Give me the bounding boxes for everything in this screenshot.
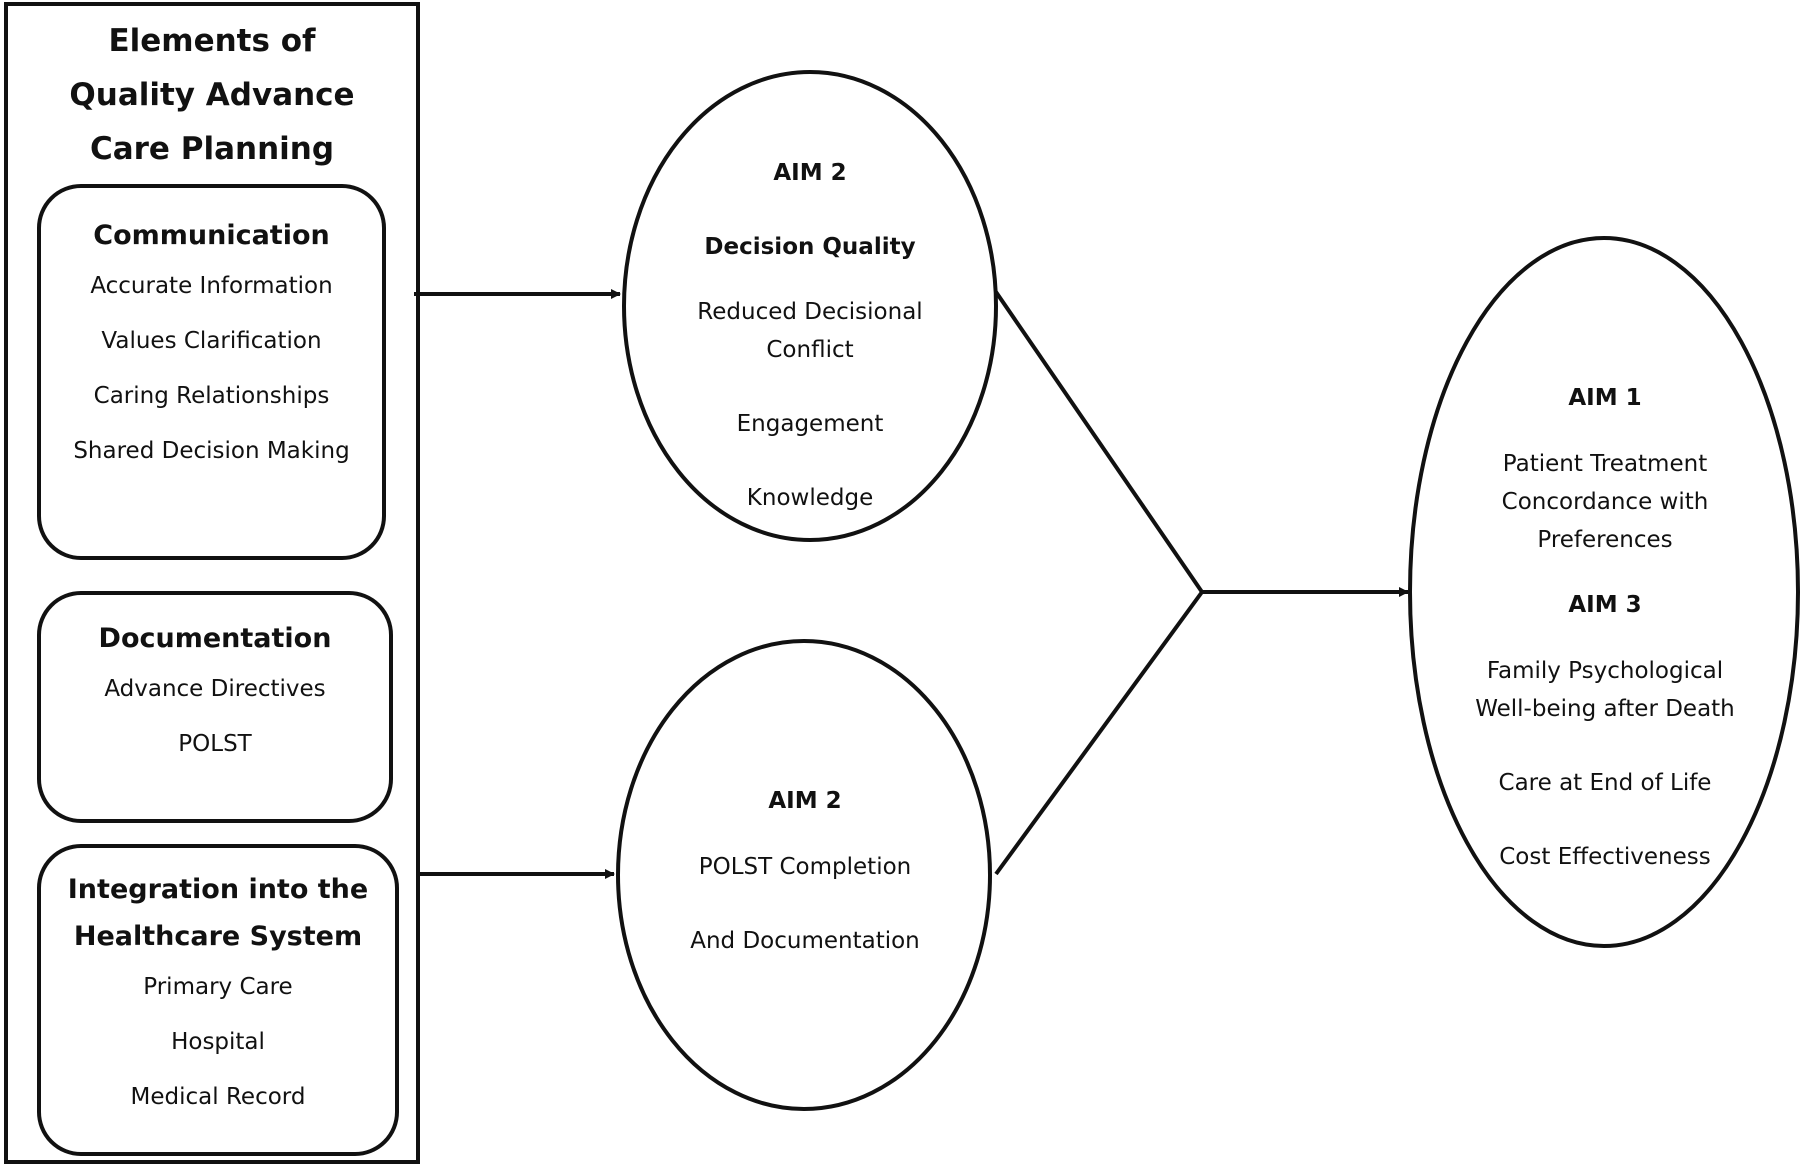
- documentation-item: Advance Directives: [104, 676, 326, 702]
- aim3-heading: AIM 3: [1568, 592, 1642, 618]
- aim2-top-item: Knowledge: [746, 485, 874, 511]
- communication-item: Accurate Information: [90, 273, 333, 299]
- aim2-top-content: AIM 2 Decision Quality Reduced Decisiona…: [640, 127, 980, 553]
- line-aim2-bottom-to-junction: [994, 590, 1204, 876]
- documentation-item: POLST: [178, 731, 252, 757]
- elements-panel: [4, 2, 420, 1164]
- integration-title: Integration into the Healthcare System: [67, 874, 369, 952]
- aim2-top-heading: AIM 2: [773, 160, 847, 186]
- aim-outcomes-ellipse: [1408, 236, 1800, 948]
- communication-box: Communication Accurate Information Value…: [37, 184, 386, 560]
- aim2-top-item: Reduced Decisional Conflict: [697, 299, 923, 363]
- aim3-item: Cost Effectiveness: [1499, 844, 1711, 870]
- decision-quality-heading: Decision Quality: [704, 234, 916, 260]
- integration-item: Medical Record: [130, 1084, 306, 1110]
- communication-item: Shared Decision Making: [73, 438, 350, 464]
- aim2-top-ellipse: [622, 70, 998, 542]
- line-aim2-top-to-junction: [994, 290, 1204, 594]
- panel-title: Elements of Quality Advance Care Plannin…: [69, 23, 355, 167]
- documentation-box: Documentation Advance Directives POLST: [37, 591, 393, 823]
- integration-box: Integration into the Healthcare System P…: [37, 844, 399, 1156]
- aim1-item: Patient Treatment Concordance with Prefe…: [1501, 451, 1709, 553]
- communication-item: Values Clarification: [101, 328, 322, 354]
- aim2-bottom-item: And Documentation: [690, 928, 920, 954]
- communication-item: Caring Relationships: [93, 383, 330, 409]
- communication-title: Communication: [93, 220, 330, 251]
- aim-outcomes-content: AIM 1 Patient Treatment Concordance with…: [1440, 352, 1770, 912]
- aim3-item: Family Psychological Well-being after De…: [1475, 658, 1735, 722]
- documentation-title: Documentation: [98, 623, 332, 654]
- integration-item: Primary Care: [143, 974, 293, 1000]
- aim2-bottom-item: POLST Completion: [698, 854, 912, 880]
- aim2-top-item: Engagement: [736, 411, 884, 437]
- integration-item: Hospital: [171, 1029, 265, 1055]
- aim2-bottom-ellipse: [616, 639, 992, 1111]
- aim2-bottom-heading: AIM 2: [768, 788, 842, 814]
- aim2-bottom-content: AIM 2 POLST Completion And Documentation: [640, 755, 970, 996]
- aim1-heading: AIM 1: [1568, 385, 1642, 411]
- aim3-item: Care at End of Life: [1498, 770, 1712, 796]
